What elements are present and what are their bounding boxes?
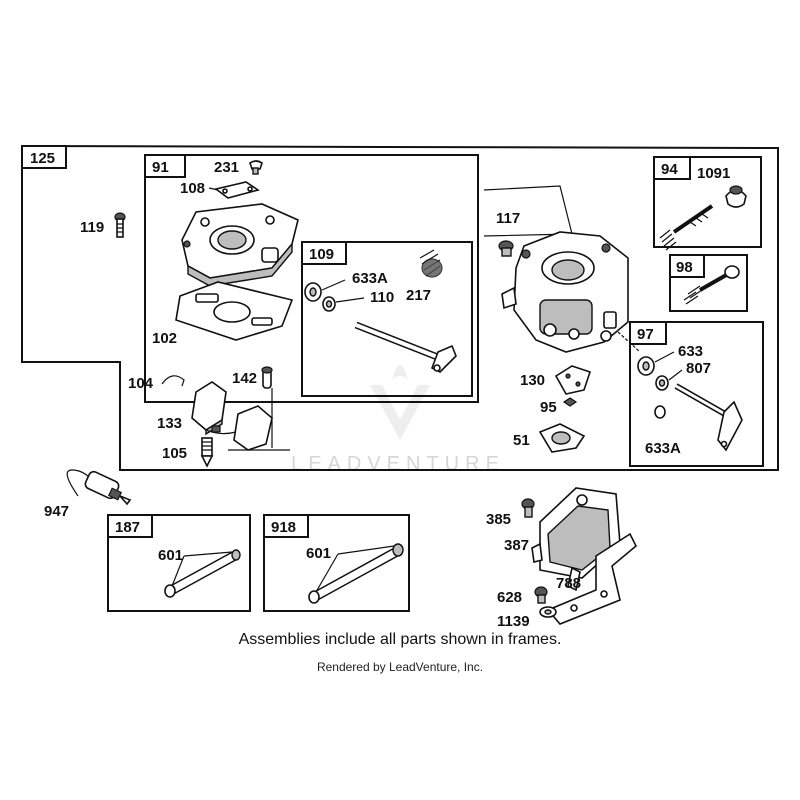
frame-109-tag [301, 241, 347, 265]
render-credit: Rendered by LeadVenture, Inc. [316, 660, 484, 674]
part-601-a-label: 601 [158, 547, 183, 564]
plate-130-drawing [554, 365, 592, 395]
bracket-788-drawing [546, 532, 637, 625]
frame-187-tag [107, 514, 153, 538]
frame-109-label: 109 [309, 246, 334, 263]
idle-screw-drawing [683, 265, 740, 305]
frame-91-tag [144, 154, 186, 178]
washer-1139-drawing [539, 606, 557, 618]
part-142-label: 142 [232, 370, 257, 387]
frame-94-tag [653, 156, 691, 180]
screw-117-drawing [498, 240, 514, 257]
frame-97-label: 97 [637, 326, 654, 343]
carburetor-top-drawing [181, 203, 299, 287]
part-217-label: 217 [406, 287, 431, 304]
shaft-918-drawing [308, 543, 404, 604]
part-231-label: 231 [214, 159, 239, 176]
frame-94-outline [653, 156, 762, 248]
throttle-shaft-drawing [354, 321, 457, 373]
washer-633a-right-drawing [654, 405, 666, 419]
assembly-note: Assemblies include all parts shown in fr… [238, 631, 562, 648]
frame-97-tag [629, 321, 667, 345]
shaft-187-drawing [164, 549, 241, 598]
part-1091-label: 1091 [697, 165, 730, 182]
screw-385-drawing [521, 498, 535, 518]
spring-217-drawing [419, 249, 443, 278]
frame-98-outline [669, 254, 748, 312]
part-119-label: 119 [80, 219, 104, 236]
frame-109-outline [301, 241, 473, 397]
part-108-label: 108 [180, 180, 205, 197]
part-110-label: 110 [370, 289, 394, 306]
frame-125-label: 125 [30, 150, 55, 167]
frame-125-tag [21, 145, 67, 169]
part-133-label: 133 [157, 415, 182, 432]
washer-633a-drawing [304, 282, 322, 302]
watermark-logo [370, 365, 430, 440]
frame-918-tag [263, 514, 309, 538]
part-947-label: 947 [44, 503, 69, 520]
part-633a-right-label: 633A [645, 440, 681, 457]
seal-807-drawing [655, 375, 669, 391]
frame-918-label: 918 [271, 519, 296, 536]
bolt-119-drawing [114, 212, 126, 238]
screw-95-drawing [562, 397, 578, 407]
part-387-label: 387 [504, 537, 529, 554]
seal-110-drawing [322, 296, 336, 312]
part-633a-left-label: 633A [352, 270, 388, 287]
part-95-label: 95 [540, 399, 557, 416]
screw-231-drawing [249, 160, 263, 175]
part-385-label: 385 [486, 511, 511, 528]
washer-633-drawing [637, 356, 655, 376]
gasket-108-drawing [214, 181, 260, 199]
frame-94-label: 94 [661, 161, 678, 178]
float-drawing [191, 381, 273, 451]
part-117-label: 117 [496, 210, 520, 227]
choke-shaft-drawing [674, 383, 743, 452]
frame-91-label: 91 [152, 159, 169, 176]
solenoid-947-drawing [66, 469, 132, 506]
part-130-label: 130 [520, 372, 545, 389]
part-104-label: 104 [128, 375, 154, 392]
clip-104-drawing [161, 375, 185, 387]
frame-187-outline [107, 514, 251, 612]
part-1139-label: 1139 [497, 613, 530, 630]
frame-187-label: 187 [115, 519, 140, 536]
part-102-label: 102 [152, 330, 177, 347]
frame-98-label: 98 [676, 259, 693, 276]
part-51-label: 51 [513, 432, 530, 449]
pin-142-drawing [261, 366, 273, 389]
frame-91-outline [144, 154, 479, 403]
gasket-51-drawing [538, 423, 586, 453]
part-601-b-label: 601 [306, 545, 331, 562]
frame-98-tag [669, 254, 705, 278]
gasket-102-drawing [175, 281, 294, 341]
frame-97-outline [629, 321, 764, 467]
frame-918-outline [263, 514, 410, 612]
part-633-label: 633 [678, 343, 703, 360]
needle-105-drawing [200, 437, 214, 468]
carburetor-body-drawing [501, 231, 629, 353]
frame-125-outline [21, 144, 779, 471]
part-788-label: 788 [556, 575, 581, 592]
part-628-label: 628 [497, 589, 522, 606]
watermark-text: LEADVENTURE [291, 453, 505, 475]
screw-628-drawing [534, 586, 548, 604]
part-105-label: 105 [162, 445, 187, 462]
mixture-screw-1091-drawing [659, 185, 747, 251]
part-807-label: 807 [686, 360, 711, 377]
